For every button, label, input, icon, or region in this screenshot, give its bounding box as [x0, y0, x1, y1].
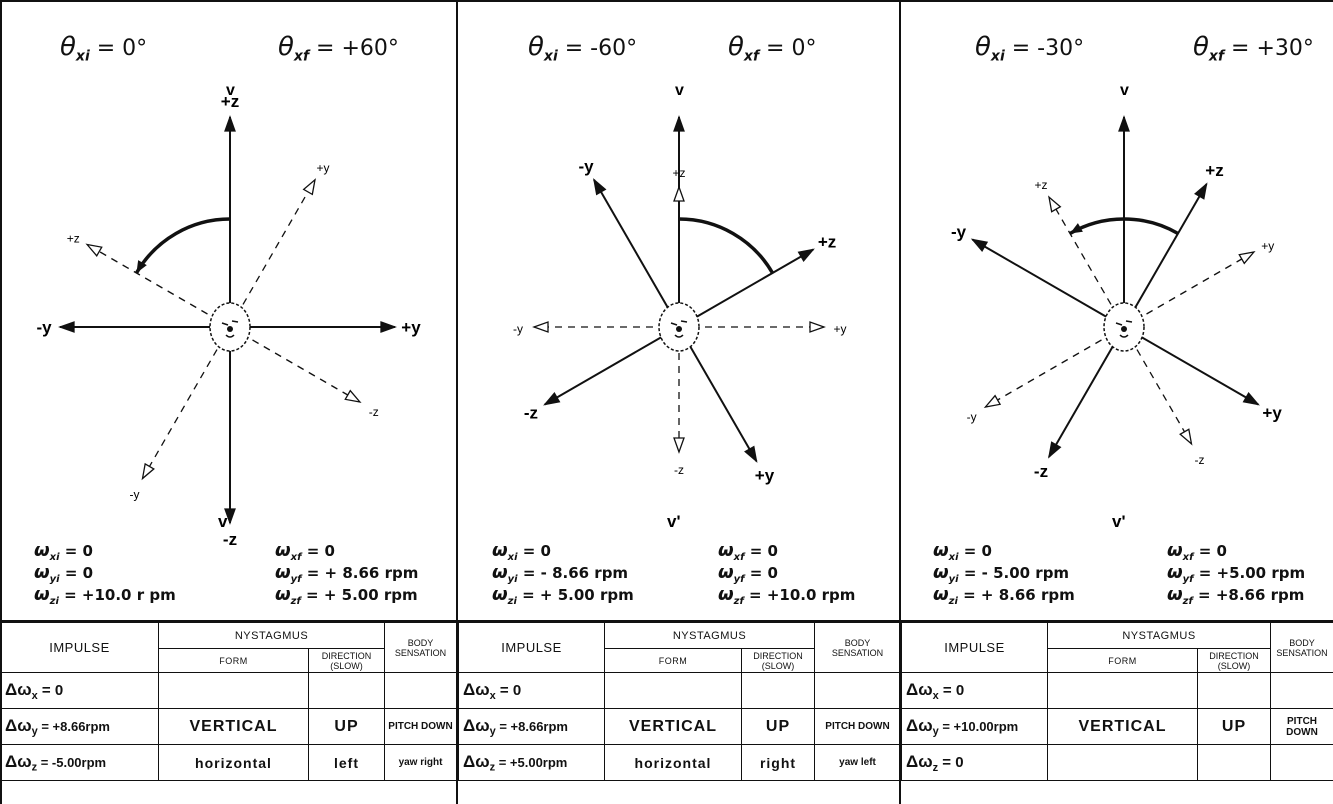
table-divider: [0, 620, 1333, 622]
table-row: Δωx = 0: [458, 672, 902, 709]
panel-divider: [456, 0, 458, 804]
table-row: Δωz = 0: [901, 744, 1333, 781]
form-cell: [604, 672, 742, 709]
omega-wyf: ωyf = + 8.66 rpm: [275, 562, 419, 585]
sensation-cell: PITCH DOWN: [814, 708, 902, 745]
nystagmus-header: NYSTAGMUS: [1046, 622, 1272, 649]
omega-wxf: ωxf = 0: [275, 540, 335, 563]
impulse-cell: Δωy = +10.00rpm: [901, 708, 1048, 745]
impulse-cell: Δωz = 0: [901, 744, 1048, 781]
omega-wxi: ωxi = 0: [933, 540, 992, 563]
impulse-cell: Δωx = 0: [458, 672, 605, 709]
omega-wyf: ωyf = +5.00 rpm: [1167, 562, 1306, 585]
omega-wxf: ωxf = 0: [1167, 540, 1227, 563]
table-row: Δωx = 0: [0, 672, 458, 709]
impulse-cell: Δωz = +5.00rpm: [458, 744, 605, 781]
sensation-cell: [814, 672, 902, 709]
sensation-cell: PITCH DOWN: [384, 708, 458, 745]
impulse-cell: Δωy = +8.66rpm: [0, 708, 159, 745]
omega-wyi: ωyi = - 5.00 rpm: [933, 562, 1070, 585]
direction-cell: right: [740, 744, 816, 781]
impulse-header: IMPULSE: [901, 622, 1048, 673]
impulse-cell: Δωz = -5.00rpm: [0, 744, 159, 781]
direction-cell: left: [307, 744, 386, 781]
theta-initial-label: θxi = -60°: [528, 32, 638, 65]
direction-header: DIRECTION (SLOW): [740, 648, 816, 673]
form-cell: [158, 672, 309, 709]
theta-final-label: θxf = +60°: [278, 32, 399, 65]
form-cell: [1047, 672, 1198, 709]
impulse-cell: Δωy = +8.66rpm: [458, 708, 605, 745]
impulse-header: IMPULSE: [458, 622, 605, 673]
table-row: Δωx = 0: [901, 672, 1333, 709]
direction-header: DIRECTION (SLOW): [1196, 648, 1272, 673]
form-header: FORM: [1047, 648, 1198, 673]
form-cell: VERTICAL: [158, 708, 309, 745]
direction-cell: [1196, 744, 1272, 781]
direction-cell: UP: [307, 708, 386, 745]
theta-final-label: θxf = +30°: [1193, 32, 1314, 65]
omega-wyf: ωyf = 0: [718, 562, 778, 585]
direction-cell: [1196, 672, 1272, 709]
omega-wzf: ωzf = +10.0 rpm: [718, 584, 856, 607]
nystagmus-header: NYSTAGMUS: [157, 622, 386, 649]
sensation-cell: PITCH DOWN: [1270, 708, 1333, 745]
omega-wzf: ωzf = +8.66 rpm: [1167, 584, 1305, 607]
theta-final-label: θxf = 0°: [728, 32, 817, 65]
impulse-cell: Δωx = 0: [901, 672, 1048, 709]
form-cell: [1047, 744, 1198, 781]
omega-wxi: ωxi = 0: [492, 540, 551, 563]
direction-cell: UP: [740, 708, 816, 745]
theta-initial-label: θxi = 0°: [60, 32, 148, 65]
sensation-cell: [384, 672, 458, 709]
direction-header: DIRECTION (SLOW): [307, 648, 386, 673]
omega-wxf: ωxf = 0: [718, 540, 778, 563]
omega-wyi: ωyi = 0: [34, 562, 94, 585]
omega-wzi: ωzi = + 8.66 rpm: [933, 584, 1075, 607]
omega-wxi: ωxi = 0: [34, 540, 93, 563]
omega-wyi: ωyi = - 8.66 rpm: [492, 562, 629, 585]
nystagmus-header: NYSTAGMUS: [603, 622, 816, 649]
sensation-cell: yaw left: [814, 744, 902, 781]
direction-cell: [740, 672, 816, 709]
sensation-cell: [1270, 672, 1333, 709]
form-cell: horizontal: [158, 744, 309, 781]
sensation-cell: yaw right: [384, 744, 458, 781]
direction-cell: [307, 672, 386, 709]
form-cell: horizontal: [604, 744, 742, 781]
impulse-header: IMPULSE: [0, 622, 159, 673]
omega-wzf: ωzf = + 5.00 rpm: [275, 584, 418, 607]
impulse-cell: Δωx = 0: [0, 672, 159, 709]
omega-wzi: ωzi = +10.0 r pm: [34, 584, 176, 607]
direction-cell: UP: [1196, 708, 1272, 745]
panel-divider: [899, 0, 901, 804]
form-cell: VERTICAL: [1047, 708, 1198, 745]
form-cell: VERTICAL: [604, 708, 742, 745]
sensation-cell: [1270, 744, 1333, 781]
form-header: FORM: [158, 648, 309, 673]
form-header: FORM: [604, 648, 742, 673]
theta-initial-label: θxi = -30°: [975, 32, 1085, 65]
omega-wzi: ωzi = + 5.00 rpm: [492, 584, 634, 607]
